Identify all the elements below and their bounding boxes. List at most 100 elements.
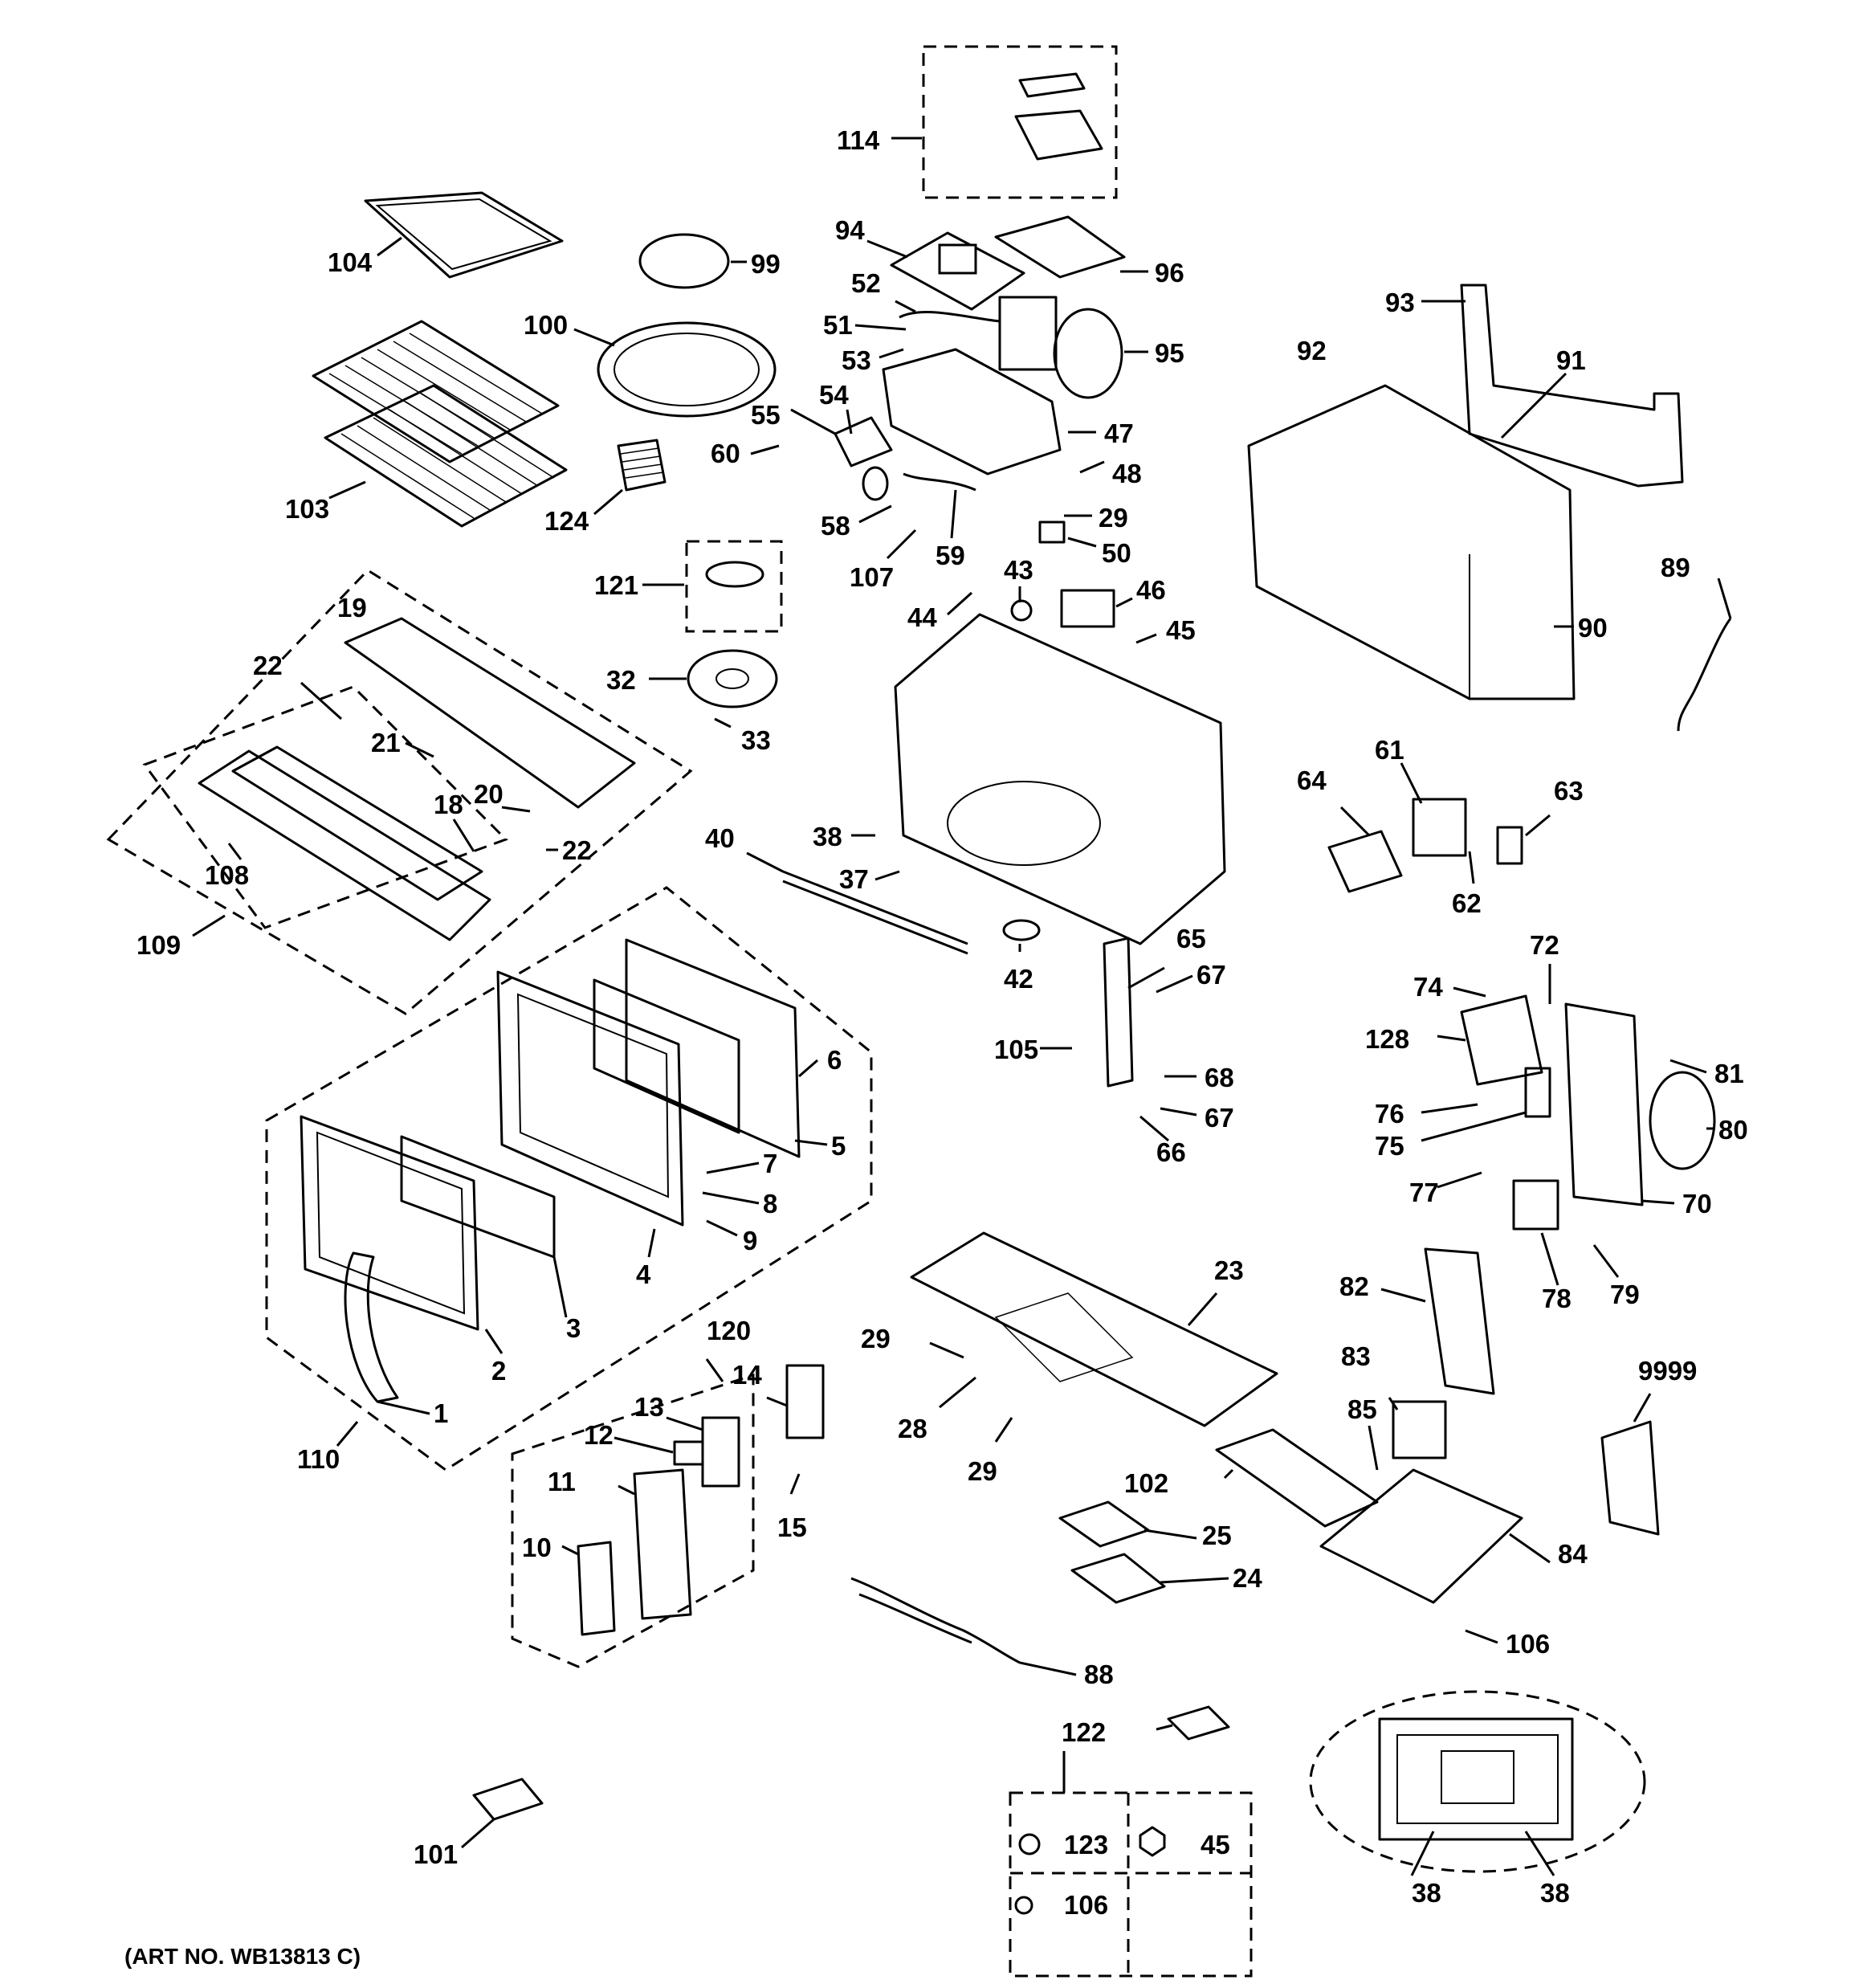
part-10-keypad-overlay [577,1541,616,1636]
part-101-packet [472,1778,544,1821]
leader-38c [1524,1831,1555,1876]
leader-3 [552,1256,568,1318]
part-94-block [938,243,977,275]
callout-92: 92 [1297,336,1327,365]
leader-84 [1509,1533,1551,1564]
part-106-screw [1014,1896,1033,1915]
part-100-turntable-rim [614,333,760,406]
callout-68: 68 [1205,1063,1234,1092]
callout-29c: 29 [968,1456,997,1486]
leader-79 [1592,1244,1620,1278]
leader-2 [484,1329,503,1354]
callout-61: 61 [1375,735,1404,765]
leader-74 [1453,986,1486,998]
leader-53 [879,348,904,359]
leader-58 [858,504,892,524]
part-46-grille [1060,589,1115,628]
leader-6 [798,1059,818,1078]
leader-33 [714,717,732,729]
part-108-panel [198,749,491,941]
callout-77: 77 [1409,1178,1439,1207]
group-110-outline [265,886,873,1472]
leader-124 [593,488,623,516]
leader-78 [1540,1232,1559,1286]
leader-22a [300,681,343,720]
callout-75: 75 [1375,1131,1404,1161]
callout-122: 122 [1062,1717,1107,1747]
leader-70 [1641,1199,1675,1205]
callout-94: 94 [835,215,865,245]
part-19-control-frame [344,617,636,809]
callout-66: 66 [1156,1137,1186,1167]
leader-89 [1717,578,1732,619]
callout-123: 123 [1064,1830,1109,1859]
callout-20: 20 [474,779,503,809]
callout-28: 28 [898,1414,927,1443]
callout-8: 8 [763,1189,778,1219]
callout-21: 21 [371,728,401,757]
callout-90: 90 [1578,613,1608,643]
leader-63 [1525,814,1551,837]
part-75-capacitor [1524,1067,1551,1118]
leader-9999 [1633,1393,1652,1423]
part-4-door-frame [496,970,684,1227]
leader-62 [1468,851,1475,884]
part-88-wire-harness-b [858,1593,972,1644]
callout-12: 12 [584,1420,614,1450]
part-114-damper-top [1018,72,1086,98]
part-103-rack-lower-wires [340,393,555,519]
callout-104: 104 [328,247,373,277]
leader-82 [1380,1288,1426,1303]
leader-75 [1421,1111,1527,1142]
callout-60: 60 [711,439,740,468]
part-23-vent-grid [994,1292,1134,1382]
callout-76: 76 [1375,1099,1404,1129]
leader-107 [886,529,917,560]
callout-100: 100 [524,310,569,340]
callout-89: 89 [1661,553,1690,582]
callout-3: 3 [566,1313,581,1343]
callout-102: 102 [1124,1468,1169,1498]
callout-15: 15 [777,1512,807,1542]
leader-52 [895,300,916,313]
part-103-rack-lower [324,384,568,528]
leader-24 [1160,1577,1229,1584]
callout-63: 63 [1554,776,1584,806]
callout-78: 78 [1542,1284,1572,1313]
callout-38a: 38 [813,822,842,851]
callout-79: 79 [1610,1280,1640,1309]
callout-88: 88 [1084,1659,1114,1689]
detail-view-outline [1309,1690,1646,1873]
part-88-wire-harness [850,1577,1021,1664]
callout-44: 44 [907,602,937,632]
leader-lines [192,137,1732,1876]
callout-5: 5 [831,1131,846,1161]
leader-23 [1187,1292,1218,1326]
callout-114: 114 [837,125,880,155]
leader-100 [573,328,615,347]
part-4-door-window [516,993,670,1198]
callout-10: 10 [522,1533,552,1562]
callout-109: 109 [137,930,181,960]
part-95-blower-housing [998,296,1058,371]
callout-29a: 29 [1099,503,1128,533]
callout-105: 105 [994,1035,1039,1064]
detail-view-opening [1441,1750,1514,1804]
callout-91: 91 [1556,345,1586,375]
callout-83: 83 [1341,1341,1371,1371]
callout-24: 24 [1233,1563,1262,1593]
callout-32: 32 [606,665,636,695]
callout-48: 48 [1112,459,1142,488]
part-128-relay-board [1460,994,1543,1086]
leader-102 [1223,1468,1234,1480]
callout-107: 107 [850,562,895,592]
leader-67b [1160,1107,1197,1116]
part-99-roller-ring [638,233,730,289]
callout-85: 85 [1347,1394,1377,1424]
leader-104 [377,236,402,257]
part-2-door-front-window [316,1131,466,1315]
part-123-screw [1018,1833,1041,1855]
part-82-air-guide [1424,1247,1495,1395]
part-102-filter [1215,1428,1379,1528]
part-93-mounting-plate [1460,284,1684,488]
